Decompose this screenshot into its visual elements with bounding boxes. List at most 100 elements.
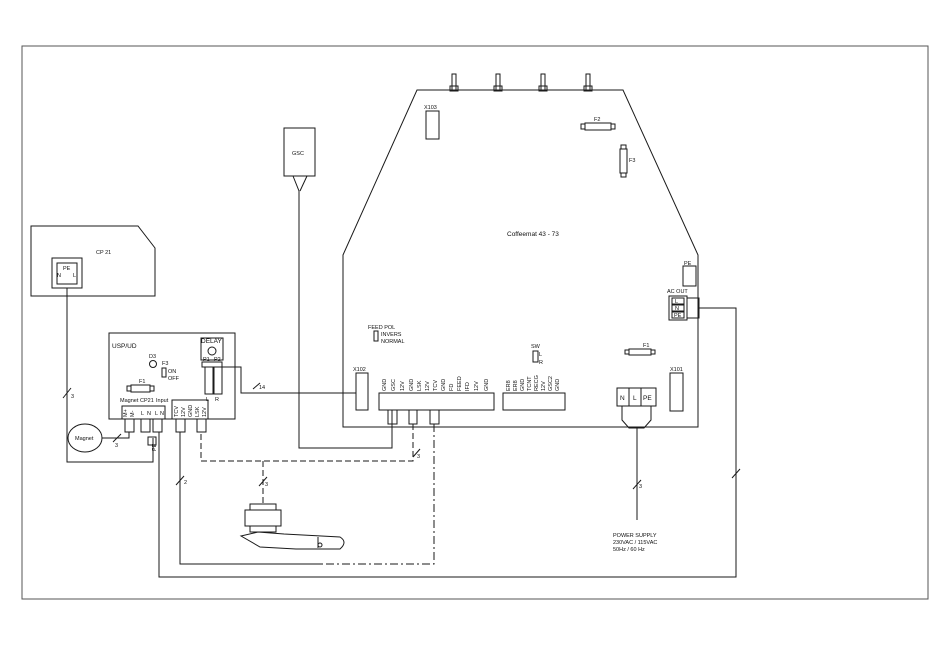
usp-f1-fuse bbox=[130, 384, 151, 393]
cp21-n: N bbox=[57, 273, 61, 279]
x102-pin-1: GSC bbox=[391, 379, 397, 391]
x102-pin-0: GND bbox=[382, 379, 388, 391]
x102-pin-8: FD bbox=[449, 384, 455, 391]
feed-pol-title: FEED POL bbox=[368, 325, 395, 331]
mid-pin-3: TCNT bbox=[527, 376, 533, 391]
x101-label: X101 bbox=[670, 367, 683, 373]
x102-pin-2: 12V bbox=[400, 381, 406, 391]
x102-dashed-cable bbox=[200, 424, 414, 462]
power-line3: 50Hz / 60 Hz bbox=[613, 547, 645, 553]
cp21-label: CP 21 bbox=[96, 250, 111, 256]
pe-top-connector bbox=[682, 265, 697, 287]
fuse-f1-board-label: F1 bbox=[643, 343, 649, 349]
acout-cable bbox=[158, 307, 737, 578]
feed-pol-invers: INVERS bbox=[381, 332, 402, 338]
sw-switch bbox=[532, 350, 539, 363]
acout-pin-n: N bbox=[675, 306, 679, 312]
fuse-f3-label: F3 bbox=[629, 158, 635, 164]
usp-main-cable bbox=[222, 366, 356, 394]
mid-pin-header: ER8 ER8 GND TCNT RECG 12V GSC2 GND bbox=[502, 375, 566, 411]
usp-f3: F3 bbox=[162, 361, 168, 367]
magnet-label: Magnet bbox=[75, 436, 94, 442]
cp21-pe: PE bbox=[63, 266, 71, 272]
usp-mag-m-minus: M- bbox=[130, 410, 136, 417]
usp-on: ON bbox=[168, 369, 176, 375]
power-terminal: N L PE bbox=[616, 387, 657, 407]
usp-d3: D3 bbox=[149, 354, 156, 360]
usp-bottom-pin-0: TCV bbox=[174, 406, 180, 417]
drawing-frame bbox=[21, 45, 929, 600]
acout-label: AC OUT bbox=[667, 289, 688, 295]
feed-pol-switch bbox=[373, 330, 379, 342]
usp-in-n: N bbox=[160, 411, 164, 417]
x102-label: X102 bbox=[353, 367, 366, 373]
usp-r: R bbox=[215, 397, 219, 403]
magnet-cable bbox=[102, 432, 130, 439]
mid-pin-1: ER8 bbox=[513, 380, 519, 391]
usp-off: OFF bbox=[168, 376, 180, 382]
x103-label: X103 bbox=[424, 105, 437, 111]
sw-r: R bbox=[539, 360, 543, 366]
x102-pin-9: FEED bbox=[457, 376, 463, 391]
usp-cp21-label: CP21 bbox=[140, 398, 154, 404]
fuse-f1-board bbox=[624, 348, 656, 356]
x102-pin-5: 12V bbox=[425, 381, 431, 391]
board-title: Coffeemat 43 - 73 bbox=[507, 231, 559, 238]
x101-connector bbox=[669, 372, 684, 412]
mid-pin-5: 12V bbox=[541, 381, 547, 391]
mid-pin-0: ER8 bbox=[506, 380, 512, 391]
acout-connector: L N PE bbox=[668, 295, 700, 321]
usp-input-label: Input bbox=[156, 398, 169, 404]
power-line1: POWER SUPPLY bbox=[613, 533, 657, 539]
delay-label: DELAY bbox=[201, 338, 222, 345]
usp-p2: P2 bbox=[214, 357, 221, 363]
x102-pin-10: IFD bbox=[465, 382, 471, 391]
main-control-board: Coffeemat 43 - 73 X103 F2 F3 PE AC OUT L bbox=[342, 73, 700, 428]
usp-mag-m-plus: M+ bbox=[123, 409, 129, 417]
mid-pin-7: GND bbox=[555, 379, 561, 391]
x102-pin-3: GND bbox=[409, 379, 415, 391]
pe-top-label: PE bbox=[684, 261, 692, 267]
x102-pin-header: GND GSC 12V GND LSK 12V TCV GND FD FEED … bbox=[378, 376, 495, 411]
wire-3a: 3 bbox=[71, 394, 74, 400]
mid-pin-4: RECG bbox=[534, 375, 540, 391]
acout-pin-l: L bbox=[675, 299, 678, 305]
cp21-unit: CP 21 PE N L bbox=[30, 225, 156, 297]
usp-bottom-pin-3: LSK bbox=[195, 406, 201, 417]
x102-pin-4: LSK bbox=[417, 380, 423, 391]
usp-title: USP/UD bbox=[112, 343, 137, 350]
usp-f1-label: F1 bbox=[139, 379, 145, 385]
x102-pin-11: 12V bbox=[474, 381, 480, 391]
delay-pot bbox=[200, 337, 224, 361]
power-supply-cable bbox=[621, 406, 638, 520]
usp-bottom-pin-2: GND bbox=[188, 405, 194, 417]
sw-l: L bbox=[539, 352, 542, 358]
fuse-f2-label: F2 bbox=[594, 117, 600, 123]
wire-3e: 3 bbox=[639, 484, 642, 490]
gsc-label: GSC bbox=[292, 151, 304, 157]
sensor-dashdot-cable bbox=[322, 424, 435, 565]
power-pin-n: N bbox=[620, 395, 625, 402]
cp21-l: L bbox=[73, 273, 76, 279]
x102-pin-12: GND bbox=[484, 379, 490, 391]
wire-3d: 3 bbox=[265, 482, 268, 488]
wire-3b: 3 bbox=[115, 443, 118, 449]
usp-pe-label: PE bbox=[152, 443, 158, 451]
usp-cp-l: L bbox=[141, 411, 144, 417]
usp-magnet-label: Magnet bbox=[120, 398, 139, 404]
power-line2: 230VAC / 115VAC bbox=[613, 540, 657, 546]
fuse-f3 bbox=[619, 144, 628, 178]
wire-3c: 3 bbox=[417, 454, 420, 460]
sw-title: SW bbox=[531, 344, 541, 350]
handle-sensor bbox=[239, 503, 345, 550]
x102-pin-6: TCV bbox=[433, 380, 439, 391]
power-pin-l: L bbox=[633, 395, 637, 402]
feed-pol-normal: NORMAL bbox=[381, 339, 405, 345]
usp-p1: P1 bbox=[203, 357, 210, 363]
gsc-box bbox=[283, 127, 316, 177]
usp-bottom-cable bbox=[179, 432, 322, 565]
x102-pin-7: GND bbox=[441, 379, 447, 391]
mid-pin-2: GND bbox=[520, 379, 526, 391]
acout-pin-pe: PE bbox=[674, 313, 682, 319]
